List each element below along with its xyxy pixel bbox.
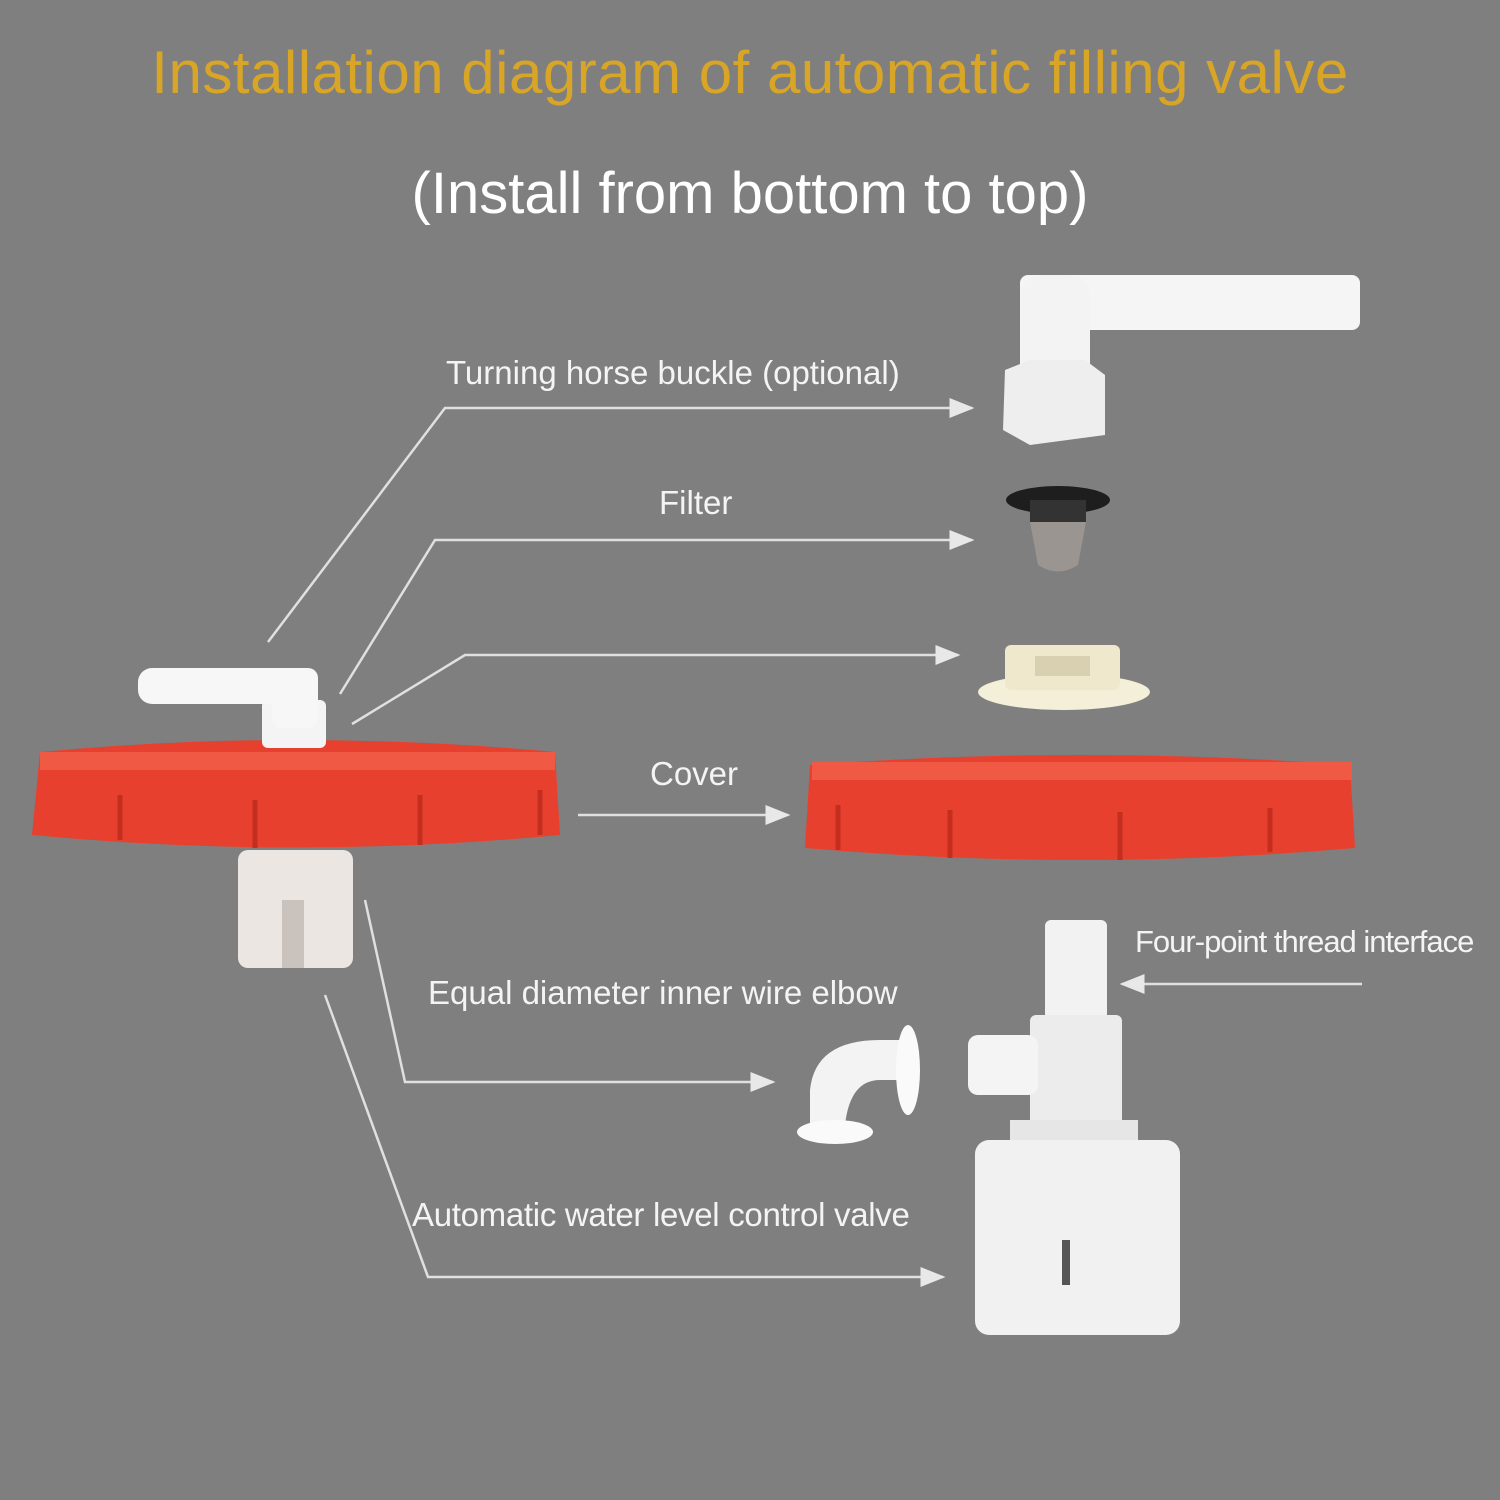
- label-cover: Cover: [650, 755, 739, 792]
- label-filter: Filter: [659, 484, 733, 521]
- leader-line-nut: [351, 645, 961, 726]
- label-four-point-thread: Four-point thread interface: [1135, 924, 1474, 959]
- cover-nut-image: [978, 645, 1150, 710]
- leader-line-filter: [338, 530, 975, 695]
- label-turning-horse-buckle: Turning horse buckle (optional): [446, 354, 900, 391]
- label-control-valve: Automatic water level control valve: [412, 1196, 910, 1233]
- elbow-image: [797, 1025, 920, 1144]
- cover-image: [805, 755, 1355, 860]
- assembled-valve-image: [32, 668, 560, 968]
- leader-line-valve: [323, 994, 946, 1287]
- diagram-subtitle: (Install from bottom to top): [411, 161, 1089, 226]
- label-elbow: Equal diameter inner wire elbow: [428, 974, 898, 1011]
- leader-line-turning-buckle: [267, 398, 975, 643]
- control-valve-image: [968, 920, 1180, 1335]
- diagram-title: Installation diagram of automatic fillin…: [151, 39, 1349, 106]
- turning-horse-buckle-image: [1003, 275, 1360, 445]
- filter-image: [1006, 486, 1110, 572]
- leader-line-elbow: [363, 899, 776, 1092]
